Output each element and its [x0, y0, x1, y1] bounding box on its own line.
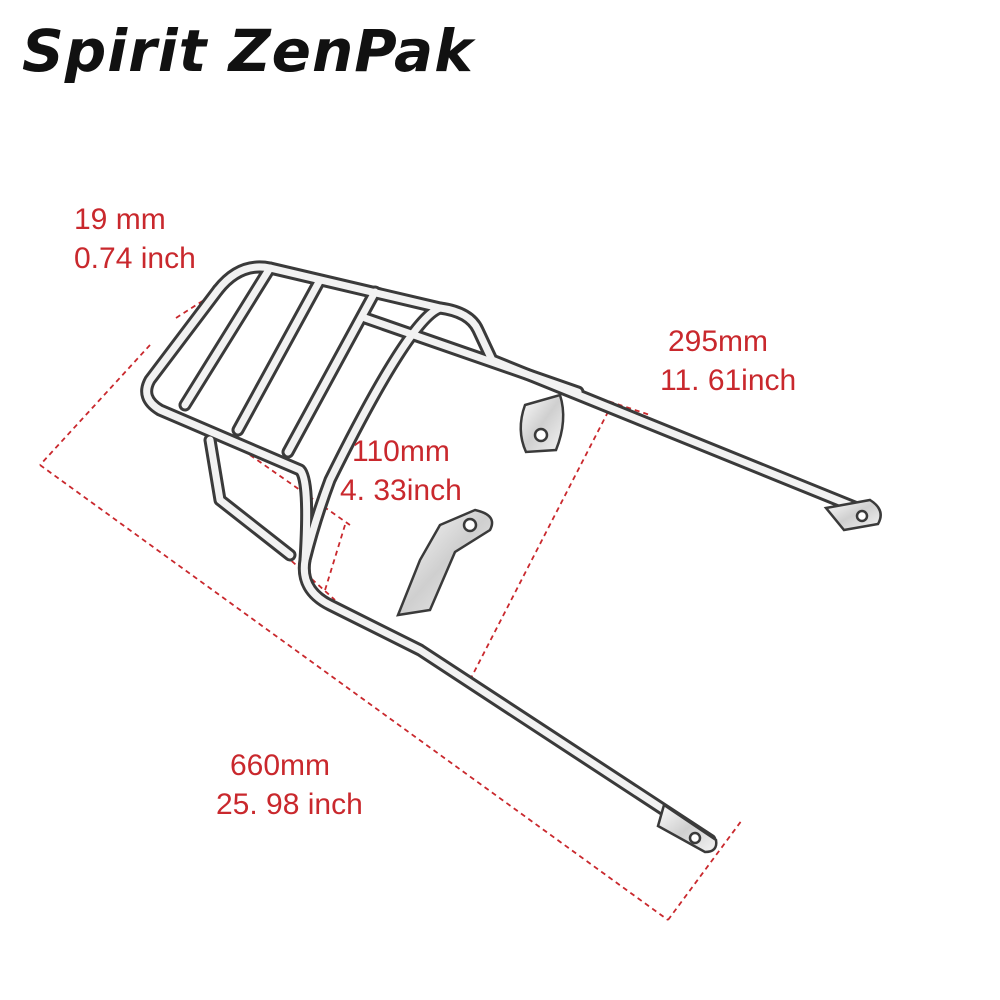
length-dimension-label: 660mm 25. 98 inch	[216, 746, 363, 824]
mounting-tabs	[396, 393, 882, 854]
width-dimension-label: 295mm 11. 61inch	[660, 322, 796, 400]
length-imperial: 25. 98 inch	[216, 788, 363, 821]
length-dimension-line	[39, 464, 669, 921]
brand-logo: Spirit ZenPak	[22, 17, 474, 85]
bracket-dimension-label: 110mm 4. 33inch	[340, 432, 462, 510]
width-imperial: 11. 61inch	[660, 364, 797, 397]
tube-metric: 19 mm	[74, 203, 166, 236]
lower-bracket	[396, 508, 494, 617]
width-dimension-line	[469, 407, 611, 681]
bracket-extension-bottom	[284, 554, 336, 601]
bracket-extension-top	[249, 454, 351, 526]
length-extension-bottom	[667, 819, 743, 921]
tube-dimension-label: 19 mm 0.74 inch	[74, 200, 196, 278]
bracket-imperial: 4. 33inch	[340, 474, 462, 507]
length-metric: 660mm	[230, 749, 331, 782]
right-end-tab	[823, 498, 882, 532]
bracket-dimension-line	[321, 524, 346, 601]
left-end-tab	[656, 803, 718, 854]
dimension-lines	[39, 281, 743, 921]
bracket-metric: 110mm	[352, 435, 450, 468]
width-metric: 295mm	[668, 325, 769, 358]
upper-bracket	[519, 393, 565, 454]
tube-imperial: 0.74 inch	[74, 242, 196, 275]
length-extension-top	[39, 344, 151, 466]
rack-frame	[140, 260, 869, 847]
